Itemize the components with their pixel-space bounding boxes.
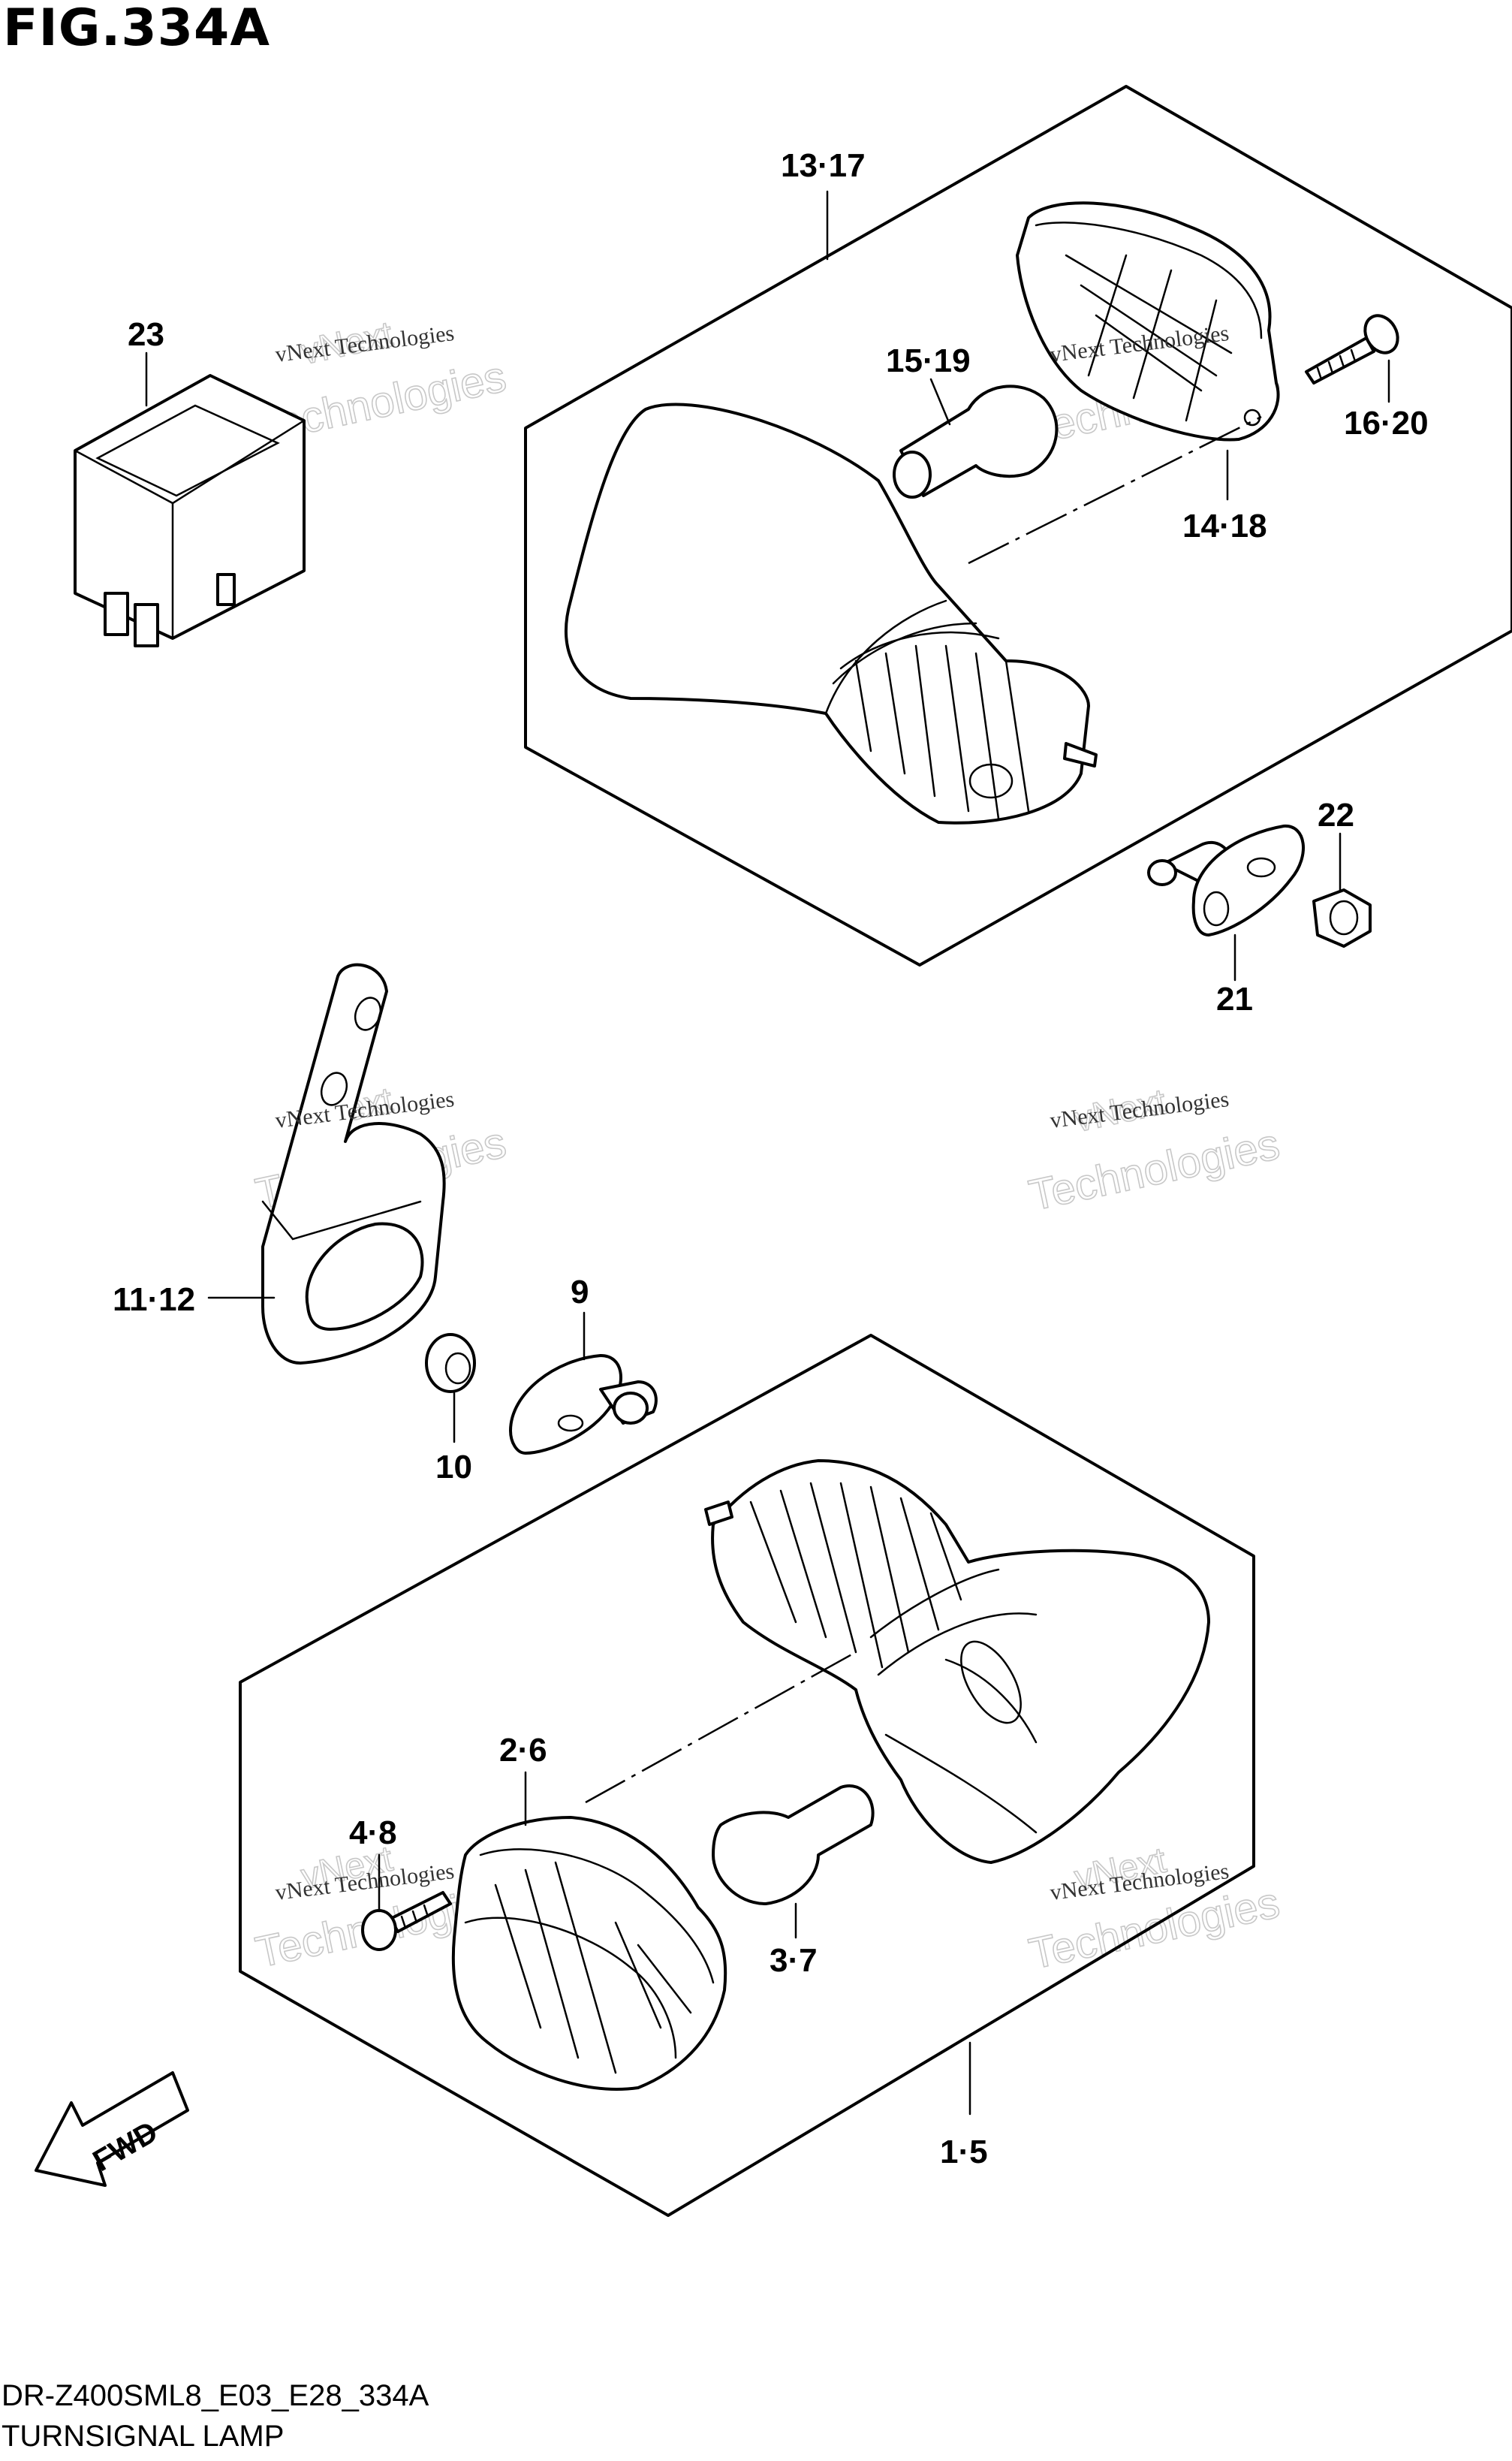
lens-screw-lower	[361, 1891, 452, 1951]
svg-text:Technologies: Technologies	[1025, 1120, 1284, 1220]
model-code: DR-Z400SML8_E03_E28_334A	[2, 2379, 429, 2412]
forward-direction-arrow: FWD	[35, 2071, 189, 2187]
spacer-21	[1147, 824, 1305, 936]
callout-14-18: 14·18	[1182, 508, 1267, 544]
rear-turnsignal-bulb	[893, 385, 1059, 499]
leader-lines	[145, 190, 1390, 2116]
callout-15-19: 15·19	[886, 342, 971, 379]
callout-9: 9	[571, 1274, 589, 1310]
rear-turnsignal-lens	[1016, 201, 1280, 442]
callout-11-12: 11·12	[113, 1281, 195, 1318]
upper-assembly-frame	[524, 85, 1512, 967]
callout-23: 23	[128, 316, 164, 353]
callout-16-20: 16·20	[1344, 405, 1429, 442]
turnsignal-bracket	[261, 963, 446, 1365]
callout-13-17: 13·17	[781, 147, 866, 184]
front-turnsignal-bulb	[712, 1784, 875, 1905]
front-turnsignal-lamp-body	[704, 1459, 1210, 1864]
turnsignal-relay	[74, 374, 306, 647]
callout-21: 21	[1216, 981, 1253, 1018]
callout-4-8: 4·8	[349, 1814, 397, 1851]
callout-1-5: 1·5	[940, 2134, 988, 2170]
callout-3-7: 3·7	[770, 1942, 818, 1979]
spacer-9	[509, 1354, 658, 1455]
figure-title: FIG.334A	[3, 0, 270, 58]
nut-22	[1312, 888, 1372, 948]
lens-screw-upper	[1305, 314, 1399, 385]
callout-10: 10	[435, 1449, 472, 1485]
callout-2-6: 2·6	[499, 1732, 547, 1769]
grommet-10	[425, 1333, 476, 1393]
callout-22: 22	[1318, 797, 1354, 834]
rear-turnsignal-lamp-body	[564, 403, 1098, 825]
front-turnsignal-lens	[451, 1816, 727, 2091]
watermark-4: Technologies vNext	[1024, 1081, 1284, 1221]
figure-caption: TURNSIGNAL LAMP	[2, 2420, 285, 2453]
lower-assembly-frame	[239, 1334, 1255, 2217]
